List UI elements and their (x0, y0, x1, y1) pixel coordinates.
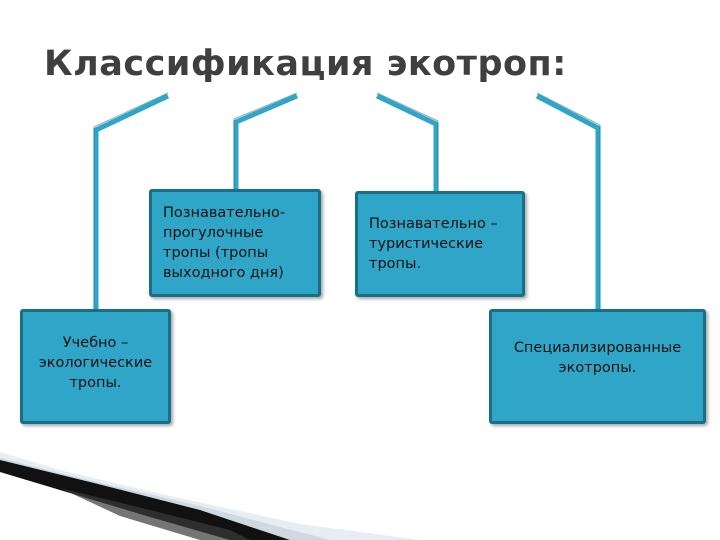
connector-line (233, 93, 298, 189)
box-cognitive-tourist-trails: Познавательно – туристические тропы. (355, 191, 525, 297)
connector-line (375, 93, 439, 191)
box-label: Познавательно – туристические тропы. (369, 216, 498, 272)
connector-line (93, 93, 170, 309)
box-educational-ecological-trails: Учебно – экологические тропы. (20, 309, 171, 424)
connector-line (535, 93, 601, 309)
page-title: Классификация экотроп: (44, 44, 567, 84)
box-cognitive-walking-trails: Познавательно- прогулочные тропы (тропы … (149, 189, 321, 297)
box-label: Учебно – экологические тропы. (38, 334, 153, 391)
box-label: Познавательно- прогулочные тропы (тропы … (163, 205, 286, 281)
box-specialized-ecotrails: Специализированные экотропы. (489, 309, 706, 424)
box-label: Специализированные экотропы. (513, 339, 682, 376)
